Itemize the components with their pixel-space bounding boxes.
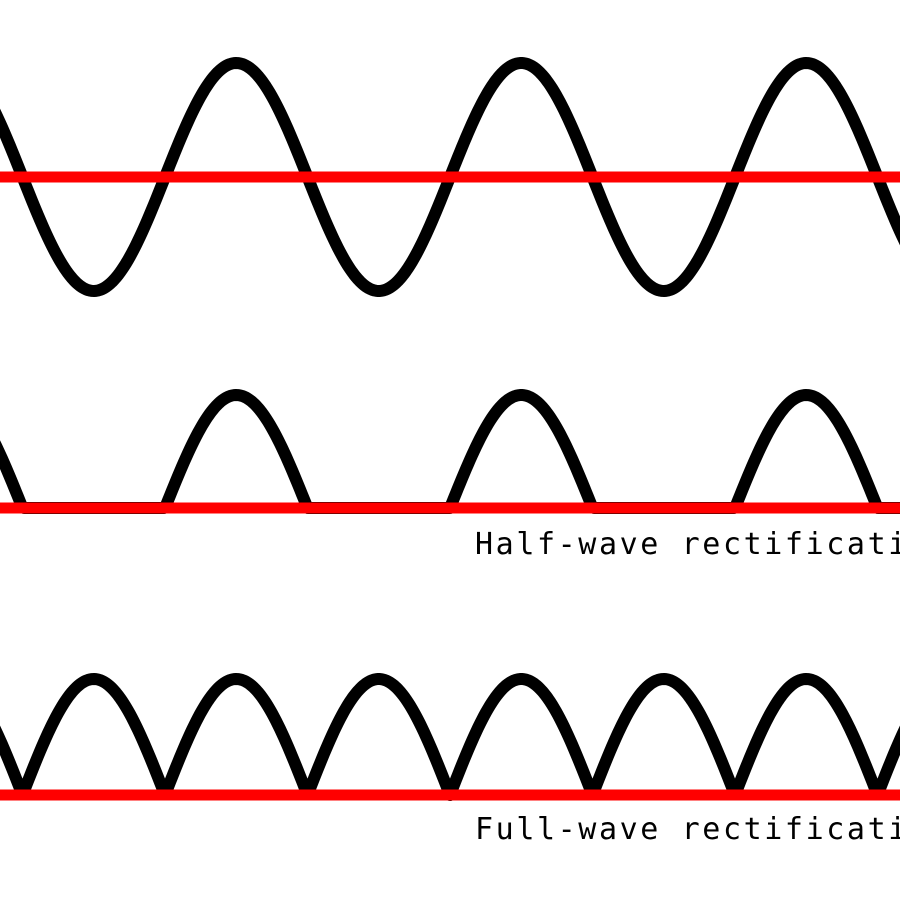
half-wave-label: Half-wave rectification	[475, 527, 900, 562]
full-wave-waveform	[0, 673, 900, 801]
full-wave-label: Full-wave rectification	[475, 812, 900, 847]
half-wave-waveform	[0, 389, 900, 514]
